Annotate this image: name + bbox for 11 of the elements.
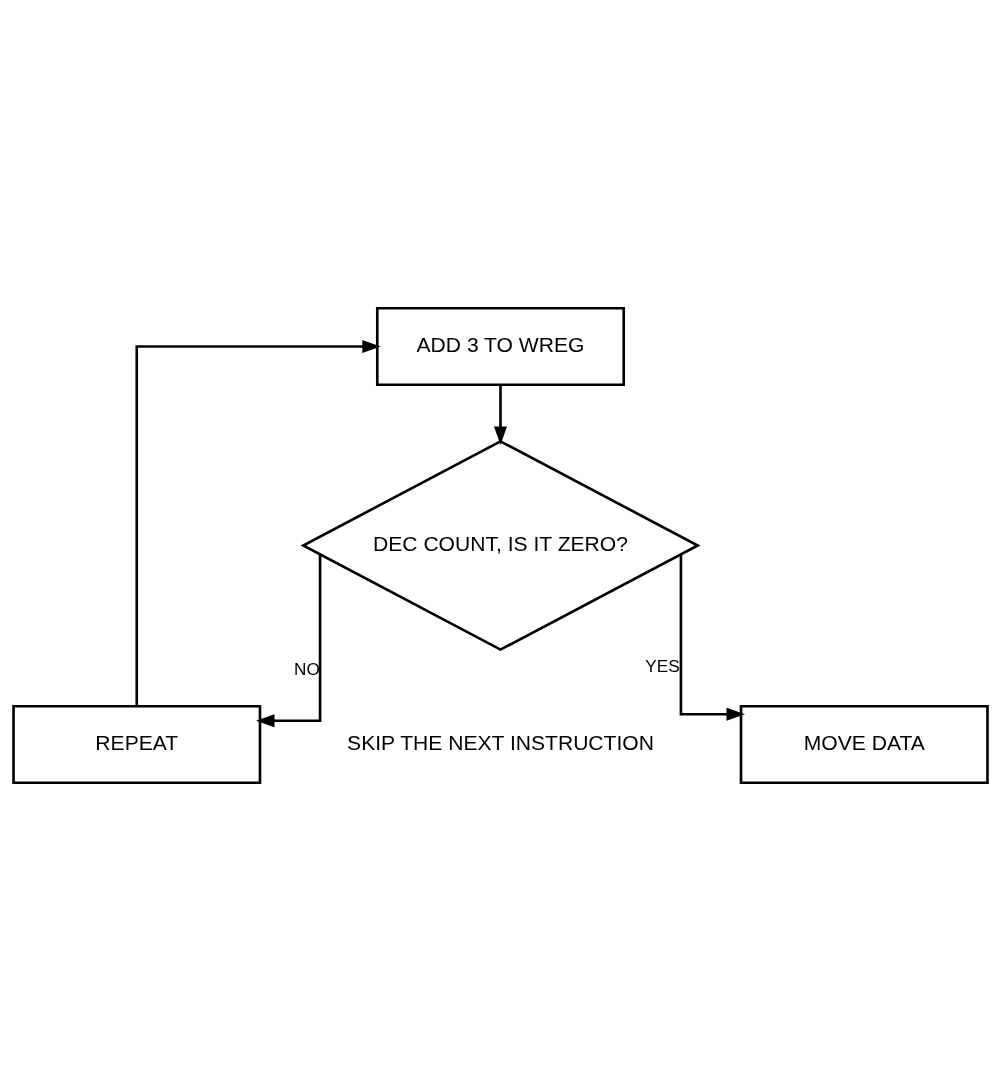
node-box: ADD 3 TO WREG	[375, 306, 626, 387]
edge-label: NO	[294, 658, 320, 679]
label: SKIP THE NEXT INSTRUCTION	[347, 730, 654, 754]
arrow	[256, 554, 322, 728]
node-box: REPEAT	[12, 704, 262, 785]
node-box: MOVE DATA	[739, 704, 989, 785]
arrow	[494, 384, 507, 446]
edge-label: YES	[645, 655, 680, 676]
arrow	[135, 340, 381, 706]
node-diamond: DEC COUNT, IS IT ZERO?	[300, 439, 701, 652]
arrow	[679, 554, 745, 721]
